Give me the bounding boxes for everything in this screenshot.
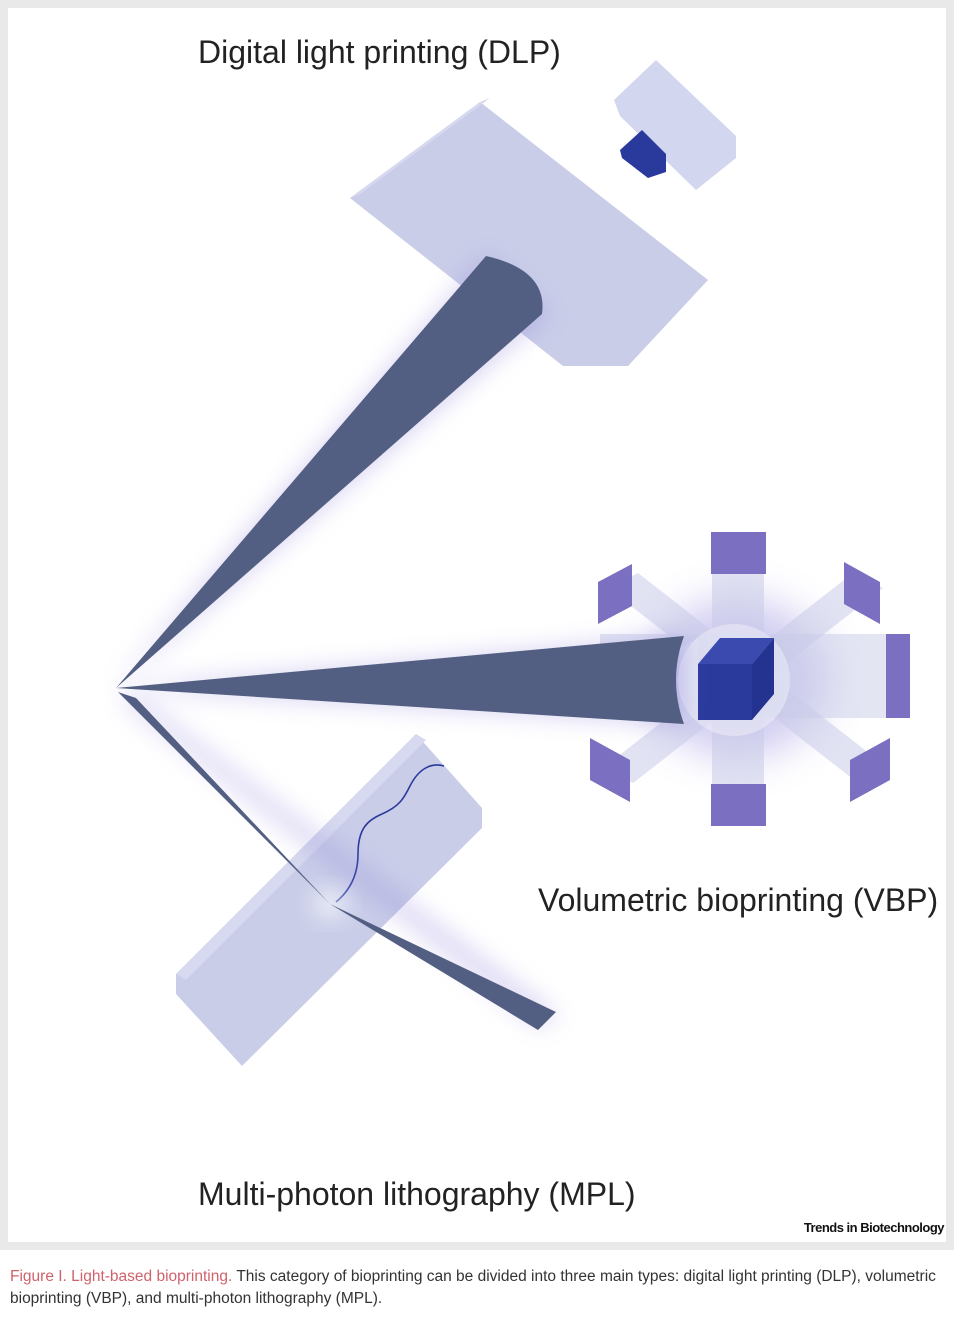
beam-glow-mpl <box>120 696 556 1028</box>
vbp-projector-panel-right <box>886 634 910 718</box>
light-beams <box>114 256 684 1030</box>
dlp-label: Digital light printing (DLP) <box>198 34 561 70</box>
vbp-projector-panel-bottom <box>711 784 766 826</box>
figure-canvas: Digital light printing (DLP) Volumetric … <box>8 8 946 1242</box>
beam-mpl-upper <box>118 692 330 904</box>
vbp-projector-panel-upper-left <box>598 564 632 624</box>
vbp-projector-panel-lower-left <box>590 738 630 802</box>
journal-credit: Trends in Biotechnology <box>803 1220 945 1235</box>
vbp-projector-panel-left <box>680 638 698 724</box>
mpl-label: Multi-photon lithography (MPL) <box>198 1176 636 1212</box>
dlp-projector-top-face <box>350 98 490 198</box>
mpl-setup <box>176 734 482 1066</box>
dlp-light-source-cube <box>620 130 666 178</box>
dlp-light-source-housing <box>614 60 736 190</box>
dlp-projector-body <box>350 102 708 366</box>
vbp-projector-panel-lower-right <box>850 738 890 802</box>
caption-title: Figure I. Light-based bioprinting. <box>10 1268 233 1285</box>
caption-text: This category of bioprinting can be divi… <box>10 1268 936 1307</box>
beam-dlp <box>116 256 543 688</box>
vbp-label: Volumetric bioprinting (VBP) <box>538 882 939 918</box>
vbp-resin-cube-side <box>752 638 774 720</box>
vbp-projector-panel-upper-right <box>844 562 880 624</box>
vbp-resin-cube-top <box>698 638 774 664</box>
figure-panel: Digital light printing (DLP) Volumetric … <box>0 0 954 1250</box>
beam-vbp <box>116 636 684 724</box>
dlp-projector <box>350 60 736 366</box>
bioprinting-diagram <box>114 60 910 1066</box>
beam-mpl-lower <box>330 904 556 1030</box>
vbp-resin-cube-front <box>698 664 752 720</box>
mpl-substrate-top-face <box>176 734 426 980</box>
figure-caption: Figure I. Light-based bioprinting. This … <box>10 1266 950 1310</box>
vbp-projector-panel-top <box>711 532 766 574</box>
